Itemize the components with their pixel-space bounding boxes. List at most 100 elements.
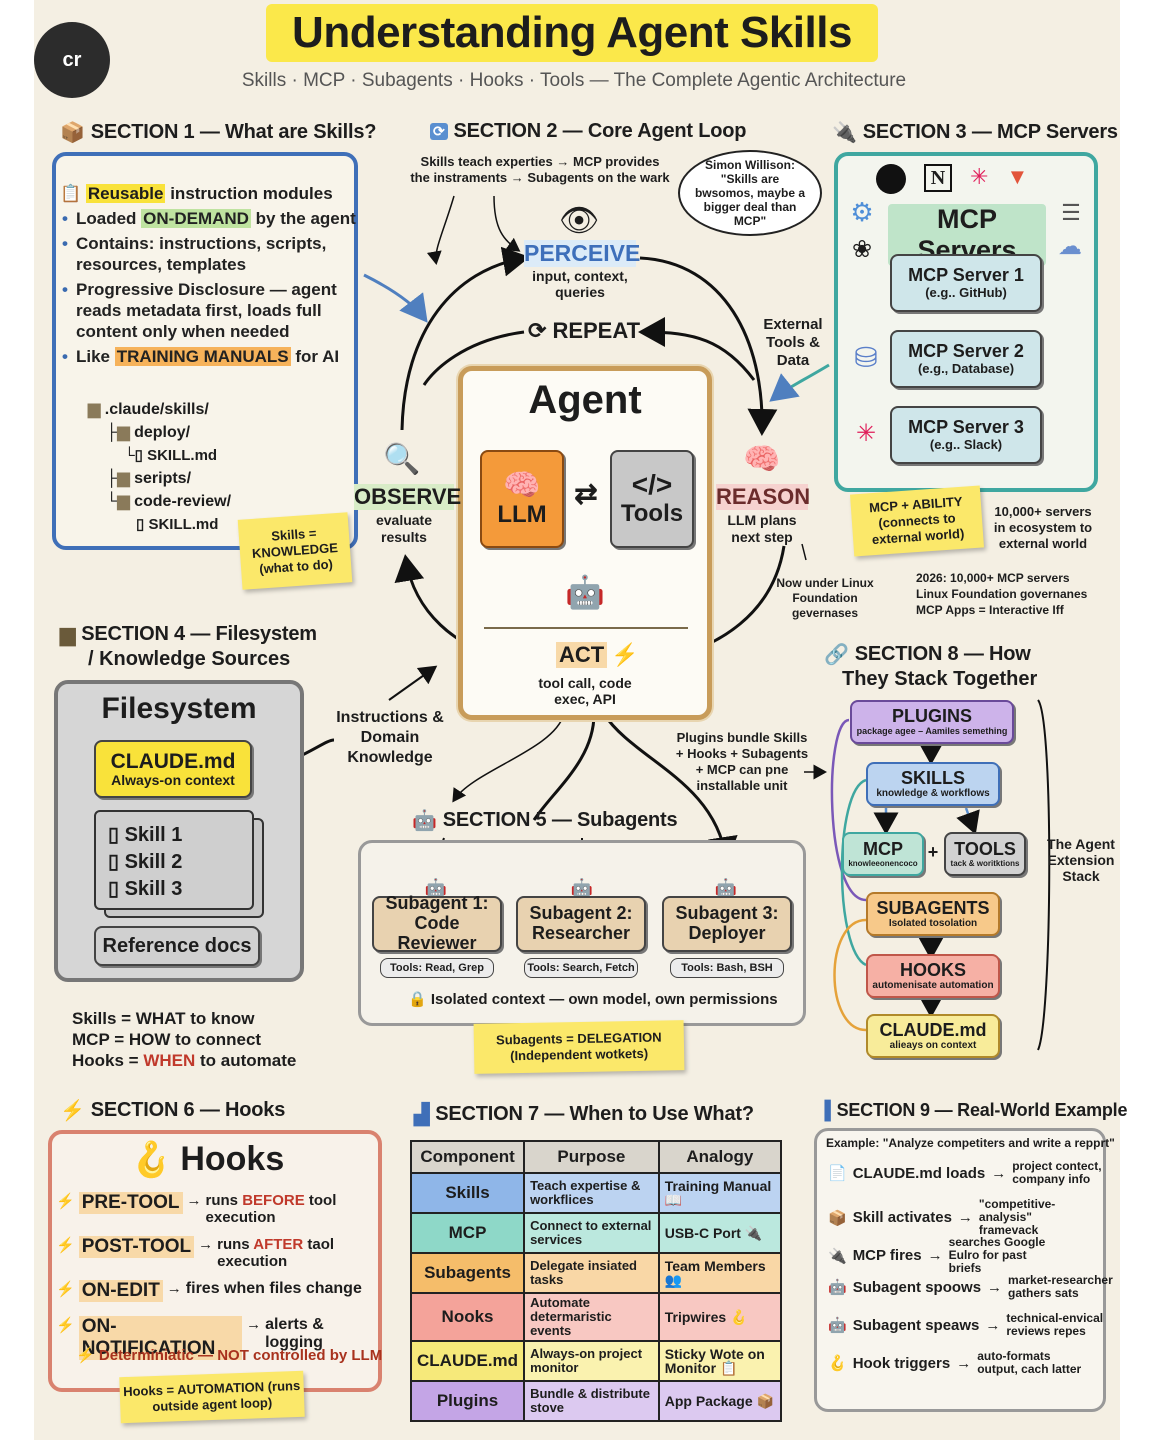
agent-title: Agent bbox=[528, 378, 642, 422]
slack-icon: ✳ bbox=[970, 164, 989, 189]
act-label: ACT⚡ bbox=[556, 642, 639, 668]
cr-badge[interactable]: cr bbox=[34, 22, 110, 98]
skills-stack: ▯ Skill 1 ▯ Skill 2 ▯ Skill 3 bbox=[94, 810, 254, 910]
code-icon: </> bbox=[631, 469, 673, 501]
tree-item: └▯ SKILL.md bbox=[124, 447, 218, 464]
summary-skills: Skills = WHAT to know bbox=[72, 1009, 255, 1028]
lightning-icon: ⚡ bbox=[76, 1347, 99, 1364]
example-row: 📦Skill activates→"competitive-analysis" … bbox=[828, 1197, 1056, 1237]
tree-item: ├▆ deploy/ bbox=[106, 424, 191, 441]
analogy-cell: Sticky Wote on Monitor 📋 bbox=[657, 1340, 783, 1382]
summary-lines: Skills = WHAT to know MCP = HOW to conne… bbox=[72, 1008, 296, 1071]
purpose-cell: Teach expertise & workflices bbox=[523, 1172, 660, 1214]
core-loop-note: Skills teach experties → MCP provides th… bbox=[410, 154, 670, 185]
example-row: 📄CLAUDE.md loads→project contect, compan… bbox=[828, 1159, 1102, 1186]
bullet-progressive: Progressive Disclosure — agent reads met… bbox=[60, 279, 356, 342]
analogy-cell: Tripwires 🪝 bbox=[657, 1292, 783, 1342]
purpose-cell: Bundle & distribute stove bbox=[523, 1380, 660, 1422]
skill-file[interactable]: ▯ Skill 1 bbox=[108, 824, 183, 846]
file-icon: ▯ bbox=[134, 447, 143, 464]
magnifier-icon: 🔍 bbox=[383, 443, 421, 476]
brain-icon: 🧠 bbox=[503, 469, 541, 503]
book-icon: 📖 bbox=[664, 1192, 683, 1208]
skills-bullets: 📋 Reusable instruction modules Loaded ON… bbox=[60, 182, 356, 367]
subagent-1-tools: Tools: Read, Grep bbox=[380, 958, 494, 978]
section3-header: 🔌SECTION 3 — MCP Servers bbox=[832, 121, 1118, 144]
section4-header: ▆SECTION 4 — Filesystem bbox=[60, 623, 317, 646]
analogy-cell: Training Manual 📖 bbox=[657, 1172, 783, 1214]
section7-header: ▟SECTION 7 — When to Use What? bbox=[414, 1103, 754, 1126]
lightning-icon: ⚡ bbox=[56, 1193, 75, 1210]
subagent-1-card[interactable]: Subagent 1: Code Reviewer bbox=[372, 893, 502, 953]
component-cell: CLAUDE.md bbox=[409, 1340, 526, 1382]
hook-on-notification: ⚡ON-NOTIFICATION→alerts & logging bbox=[56, 1316, 324, 1360]
mcp-server-1[interactable]: MCP Server 1(e.g.. GitHub) bbox=[890, 254, 1042, 312]
example-row: 🤖Subagent speaws→technical-envical revie… bbox=[828, 1311, 1104, 1338]
mcp-server-2[interactable]: MCP Server 2(e.g., Database) bbox=[890, 330, 1042, 388]
section5-header: 🤖SECTION 5 — Subagents bbox=[412, 809, 678, 832]
subagent-3-tools: Tools: Bash, BSH bbox=[670, 958, 784, 978]
subagents-sticky: Subagents = DELEGATION (Independent wotk… bbox=[473, 1020, 685, 1074]
openai-icon: ❀ bbox=[851, 236, 873, 263]
stack-label: The Agent Extension Stack bbox=[1047, 836, 1115, 884]
bullet-contains: Contains: instructions, scripts, resourc… bbox=[60, 233, 356, 275]
purpose-cell: Delegate insiated tasks bbox=[523, 1252, 660, 1294]
hooks-rows: ⚡PRE-TOOL→runs BEFORE tool execution ⚡PO… bbox=[56, 1192, 378, 1360]
folder-icon: ▆ bbox=[117, 470, 130, 487]
linux-note: Now under Linux Foundation gevernases bbox=[776, 576, 874, 620]
subagent-3-card[interactable]: Subagent 3: Deployer bbox=[662, 896, 792, 952]
folder-icon: ▆ bbox=[88, 401, 101, 418]
hook-post-tool: ⚡POST-TOOL→runs AFTER taol execution bbox=[56, 1236, 335, 1270]
brain-icon: 🧠 bbox=[743, 443, 781, 476]
section4-header-line2: / Knowledge Sources bbox=[88, 648, 291, 670]
component-cell: Nooks bbox=[409, 1292, 526, 1342]
purpose-cell: Always-on project monitor bbox=[523, 1340, 660, 1382]
subagent-2-card[interactable]: Subagent 2: Researcher bbox=[516, 896, 646, 952]
skill-file[interactable]: ▯ Skill 3 bbox=[108, 878, 183, 900]
mcp-2026-note: 2026: 10,000+ MCP servers Linux Foundati… bbox=[916, 571, 1088, 617]
gitlab-icon: ▼ bbox=[1006, 164, 1029, 189]
link-icon: 🔗 bbox=[824, 644, 849, 666]
example-row: 🤖Subagent spoows→market-researcher gathe… bbox=[828, 1273, 1113, 1300]
robot-icon: 🤖 bbox=[570, 878, 594, 898]
hook-icon: 🪝 bbox=[828, 1355, 847, 1372]
mcp-server-3[interactable]: MCP Server 3(e.g.. Slack) bbox=[890, 406, 1042, 464]
plug-icon: 🔌 bbox=[828, 1247, 847, 1265]
mcp-count-note: 10,000+ servers in ecosystem to external… bbox=[993, 504, 1093, 551]
folder-icon: ▆ bbox=[117, 493, 130, 510]
filesystem-title: Filesystem bbox=[101, 692, 257, 725]
lock-icon: 🔒 bbox=[408, 991, 431, 1008]
robot-icon: 🤖 bbox=[412, 810, 437, 832]
repeat-label: ⟳REPEAT bbox=[528, 318, 641, 343]
team-icon: 👥 bbox=[664, 1272, 683, 1288]
plus-icon: + bbox=[927, 842, 939, 862]
component-cell: MCP bbox=[409, 1212, 526, 1254]
bullet-reusable: 📋 Reusable instruction modules bbox=[60, 184, 333, 203]
bar-chart-icon: ▟ bbox=[414, 1104, 430, 1126]
package-icon: 📦 bbox=[756, 1393, 774, 1409]
cr-badge-label: cr bbox=[62, 48, 82, 71]
analogy-cell: Team Members 👥 bbox=[657, 1252, 783, 1294]
act-sub: tool call, code exec, API bbox=[538, 675, 632, 707]
example-panel bbox=[814, 1128, 1106, 1412]
skill-file[interactable]: ▯ Skill 2 bbox=[108, 851, 183, 873]
reference-docs-card[interactable]: Reference docs bbox=[94, 926, 260, 966]
skills-tree: ▆ .claude/skills/ ├▆ deploy/ └▯ SKILL.md… bbox=[88, 398, 231, 536]
section6-header: ⚡SECTION 6 — Hooks bbox=[60, 1099, 286, 1122]
